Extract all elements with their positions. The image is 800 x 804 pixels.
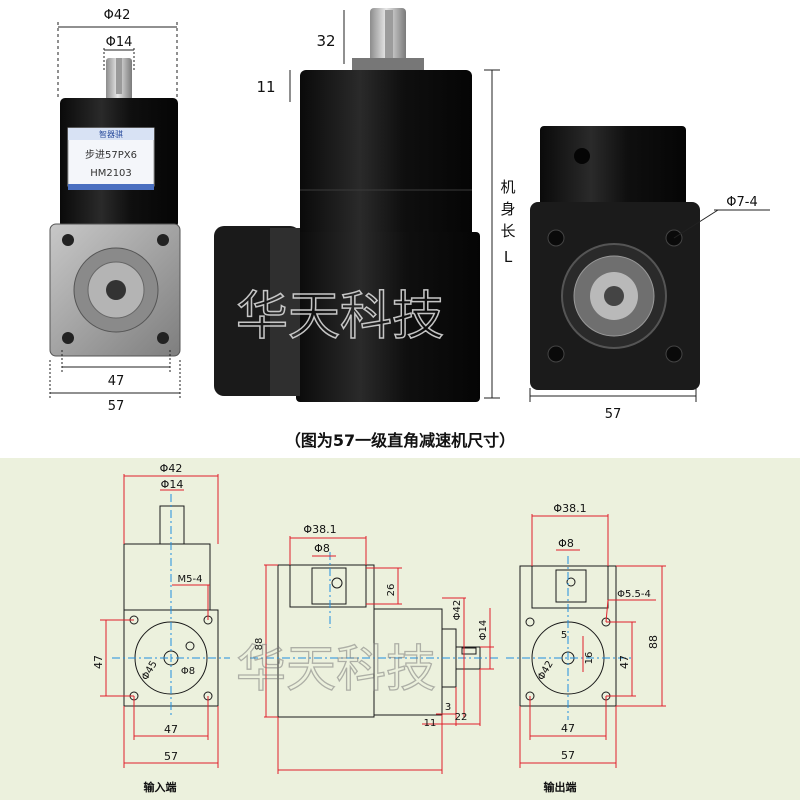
right-d47-horizontal: 47 <box>561 722 575 735</box>
mid-phi8: Φ8 <box>314 542 330 555</box>
input-end-view: Φ42 Φ14 M5-4 Φ45 Φ8 47 47 57 输入端 <box>92 462 230 794</box>
right-d88: 88 <box>647 635 660 649</box>
mid-phi38-1: Φ38.1 <box>303 523 336 536</box>
left-phi14: Φ14 <box>161 478 184 491</box>
mid-d26: 26 <box>386 584 397 597</box>
left-m5-4: M5-4 <box>178 574 203 585</box>
label-model: 步进57PX6 <box>85 149 137 161</box>
right-d16: 16 <box>584 652 595 665</box>
technical-drawing-panel: Φ42 Φ14 M5-4 Φ45 Φ8 47 47 57 输入端 <box>0 458 800 800</box>
right-phi8: Φ8 <box>558 537 574 550</box>
label-serial: HM2103 <box>90 168 132 179</box>
d11-dim: 11 <box>256 78 275 96</box>
right-d47-vertical: 47 <box>618 655 631 669</box>
photo-watermark: 华天科技 <box>236 287 444 347</box>
left-product-photo: Φ42 Φ14 智器骐 步进57PX6 HM2103 47 57 <box>49 8 181 414</box>
phi7-4-dim: Φ7-4 <box>726 195 757 210</box>
product-photo-panel: Φ42 Φ14 智器骐 步进57PX6 HM2103 47 57 <box>49 8 770 450</box>
label-brand: 智器骐 <box>99 129 123 139</box>
mid-d3: 3 <box>445 702 451 713</box>
mid-phi14: Φ14 <box>478 620 489 641</box>
d47-dim: 47 <box>108 374 125 389</box>
body-length-char-1: 机 <box>500 178 515 196</box>
body-length-char-4: L <box>504 248 513 266</box>
d57-right-dim: 57 <box>605 407 622 422</box>
left-phi42: Φ42 <box>160 462 183 475</box>
body-length-char-2: 身 <box>500 200 515 218</box>
right-phi42: Φ42 <box>536 659 556 682</box>
mid-d22: 22 <box>455 712 468 723</box>
mid-d88: 88 <box>254 638 265 651</box>
right-product-photo: Φ7-4 57 <box>529 126 770 422</box>
left-d57-horizontal: 57 <box>164 750 178 763</box>
right-d5: 5 <box>561 630 567 641</box>
phi14-dim: Φ14 <box>106 35 133 50</box>
left-phi45: Φ45 <box>140 659 160 682</box>
right-phi38-1: Φ38.1 <box>553 502 586 515</box>
phi42-dim: Φ42 <box>104 8 131 23</box>
technical-drawing: Φ42 Φ14 M5-4 Φ45 Φ8 47 47 57 输入端 <box>92 462 666 794</box>
output-end-label: 输出端 <box>544 780 577 794</box>
middle-product-photo: 32 11 机 身 长 L <box>214 8 516 402</box>
left-phi8: Φ8 <box>181 666 195 677</box>
body-length-char-3: 长 <box>500 222 515 240</box>
side-view: Φ38.1 Φ8 26 88 Φ42 Φ14 3 11 22 <box>250 523 500 774</box>
input-end-label: 输入端 <box>144 780 177 794</box>
figure-caption: （图为57一级直角减速机尺寸） <box>284 431 516 450</box>
product-photo-illustration: Φ42 Φ14 智器骐 步进57PX6 HM2103 47 57 <box>49 8 770 422</box>
d32-dim: 32 <box>316 32 335 50</box>
output-end-view: Φ38.1 Φ8 Φ5.5-4 5 16 Φ42 47 88 47 57 输出端 <box>506 502 666 794</box>
mid-d11: 11 <box>424 718 437 729</box>
right-d57-horizontal: 57 <box>561 749 575 762</box>
left-d47-vertical: 47 <box>92 655 105 669</box>
drawing-watermark: 华天科技 <box>236 640 436 698</box>
left-d47-horizontal: 47 <box>164 723 178 736</box>
mid-phi42: Φ42 <box>452 600 463 621</box>
right-phi5-5-4: Φ5.5-4 <box>617 589 651 600</box>
d57-dim: 57 <box>108 399 125 414</box>
